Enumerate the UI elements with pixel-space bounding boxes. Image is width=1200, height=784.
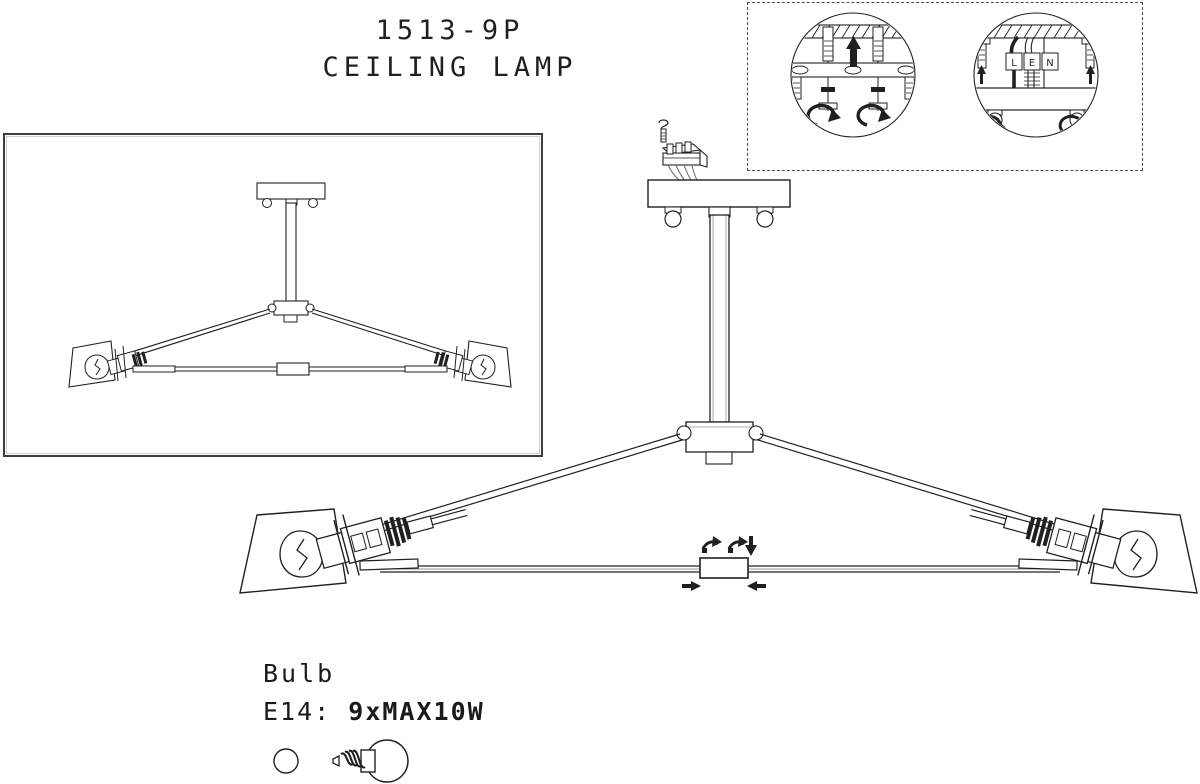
rotate-ccw-icon	[701, 536, 722, 553]
right-lower-link	[1018, 558, 1078, 571]
rotate-cw-icon	[856, 103, 891, 127]
reference-right-lamp	[404, 340, 512, 388]
up-arrow-icon	[1086, 65, 1095, 84]
down-arrow-icon	[745, 536, 757, 556]
reference-tie-rod	[133, 362, 447, 376]
arrow-right-icon	[682, 581, 701, 591]
circle-checkbox-icon[interactable]	[271, 746, 301, 776]
terminal-label-E: E	[1029, 58, 1035, 69]
vertical-support-stem	[709, 214, 730, 423]
reference-hub	[267, 300, 315, 323]
reference-left-lamp	[68, 340, 176, 388]
rotate-cw-icon	[727, 536, 748, 553]
adjustment-sleeve	[699, 557, 749, 579]
right-lamp-joint	[969, 509, 1122, 576]
bulb-wattage: 9xMAX10W	[348, 696, 485, 726]
bulb-symbol-row	[263, 738, 683, 784]
assembled-product-reference-box	[3, 133, 543, 457]
reference-lamp-drawing	[68, 182, 512, 388]
right-bulb	[1113, 530, 1158, 578]
mounting-screw-icon	[658, 119, 669, 143]
canopy-knob-right	[756, 206, 774, 228]
bulb-spec: E14: 9xMAX10W	[263, 693, 683, 731]
up-arrow-icon	[977, 65, 986, 84]
right-lamp-arm	[757, 433, 1065, 534]
terminal-label-L: L	[1011, 58, 1017, 69]
bulb-heading: Bulb	[263, 659, 336, 688]
arrow-left-icon	[747, 581, 766, 591]
ceiling-bracket-mounting-detail	[790, 12, 916, 138]
left-lower-link	[359, 558, 419, 571]
terminal-block: L E N	[1005, 52, 1059, 71]
left-lamp-joint	[315, 509, 468, 576]
canopy-knob-left	[664, 206, 682, 228]
light-bulb-icon	[332, 739, 409, 783]
reference-arms	[124, 308, 456, 360]
bulb-specification-block: Bulb E14: 9xMAX10W	[263, 655, 683, 784]
installation-detail-inset-box: L E N	[747, 2, 1143, 171]
left-bulb	[279, 530, 324, 578]
wiring-terminal-detail: L E N	[973, 12, 1099, 138]
reference-canopy	[256, 182, 326, 208]
terminal-connector-block	[661, 141, 708, 168]
bulb-socket-type: E14:	[263, 696, 349, 726]
terminal-label-N: N	[1046, 58, 1053, 69]
center-junction-hub	[676, 421, 764, 465]
up-arrow-icon	[846, 36, 861, 67]
